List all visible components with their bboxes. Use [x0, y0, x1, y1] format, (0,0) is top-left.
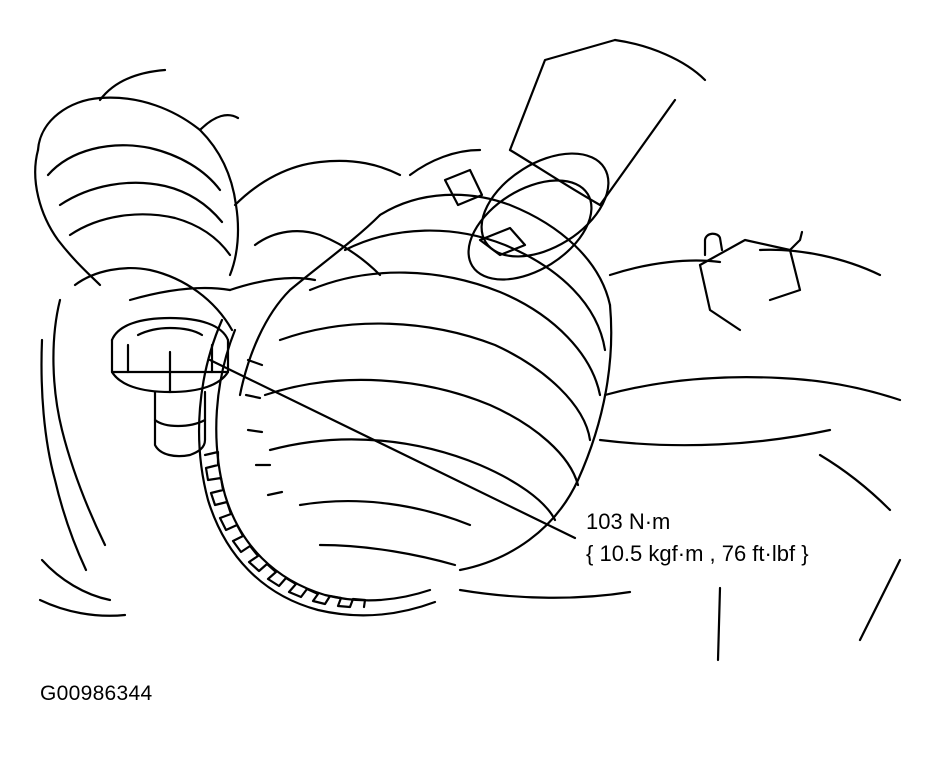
figure-id: G00986344 — [40, 682, 153, 705]
torque-leader-line — [208, 358, 577, 540]
hub-nut — [110, 316, 230, 458]
bracket-and-panel — [408, 148, 902, 662]
tie-rod-boot — [34, 68, 240, 287]
torque-conversions: { 10.5 kgf·m , 76 ft·lbf } — [586, 541, 809, 566]
abs-tone-ring — [197, 318, 437, 617]
torque-value: 103 N·m — [586, 509, 671, 534]
torque-callout: 103 N·m { 10.5 kgf·m , 76 ft·lbf } — [586, 506, 809, 570]
boot-clamp — [443, 152, 610, 281]
cv-joint-boot — [238, 193, 613, 572]
steering-knuckle — [38, 159, 402, 617]
